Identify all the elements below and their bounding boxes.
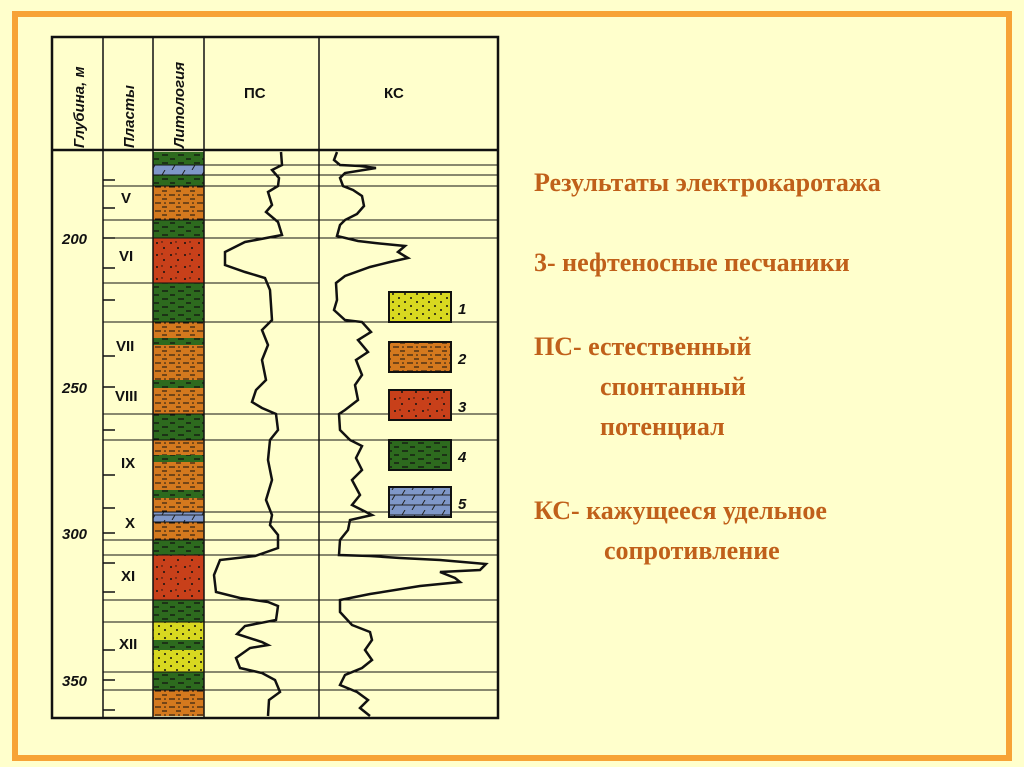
legend-swatch-oil-sandstone [388, 389, 452, 421]
header-lithology: Литология [171, 62, 188, 149]
note-resistivity-line1: КС- кажущееся удельное [534, 496, 827, 525]
legend-swatch-sandstone [388, 291, 452, 323]
header-depth: Глубина, м [71, 66, 88, 148]
header-sp: ПС [244, 85, 266, 102]
note-oil-sandstone: 3- нефтеносные песчаники [534, 248, 850, 277]
legend-number: 4 [457, 449, 467, 466]
legend-number: 3 [458, 399, 467, 416]
legend: 1 2 3 4 5 [388, 291, 467, 518]
depth-label: 250 [61, 380, 88, 397]
depth-label: 200 [61, 231, 88, 248]
depth-label: 300 [62, 526, 88, 543]
layer-label: XII [119, 636, 137, 653]
note-sp-line2: спонтанный [600, 372, 746, 401]
legend-number: 2 [457, 351, 467, 368]
layer-label: VII [116, 338, 134, 355]
layer-labels: V VI VII VIII IX X XI XII [115, 190, 138, 653]
depth-labels: 200 250 300 350 [61, 231, 88, 690]
note-resistivity-line2: сопротивление [604, 536, 780, 565]
column-headers: Глубина, м Пласты Литология ПС КС [71, 62, 404, 149]
legend-swatch-limestone [388, 486, 452, 518]
resistivity-curve [332, 151, 489, 717]
layer-label: VIII [115, 388, 138, 405]
header-layers: Пласты [121, 85, 138, 148]
header-resistivity: КС [384, 85, 404, 102]
layer-label: IX [121, 455, 135, 472]
note-sp-line3: потенциал [600, 412, 725, 441]
depth-ticks [103, 179, 115, 711]
slide-title: Результаты электрокаротажа [534, 168, 881, 197]
lithology-column [153, 152, 204, 716]
legend-number: 5 [458, 496, 467, 513]
sp-curve [212, 151, 284, 717]
note-sp-line1: ПС- естественный [534, 332, 752, 361]
layer-label: VI [119, 248, 133, 265]
depth-label: 350 [62, 673, 88, 690]
grid [50, 35, 500, 720]
legend-swatch-clay [388, 439, 452, 471]
slide-border [12, 11, 1012, 761]
layer-label: XI [121, 568, 135, 585]
legend-number: 1 [458, 301, 466, 318]
legend-swatch-siltstone [388, 341, 452, 373]
layer-label: X [125, 515, 135, 532]
layer-label: V [121, 190, 131, 207]
boundary-lines [103, 164, 498, 691]
